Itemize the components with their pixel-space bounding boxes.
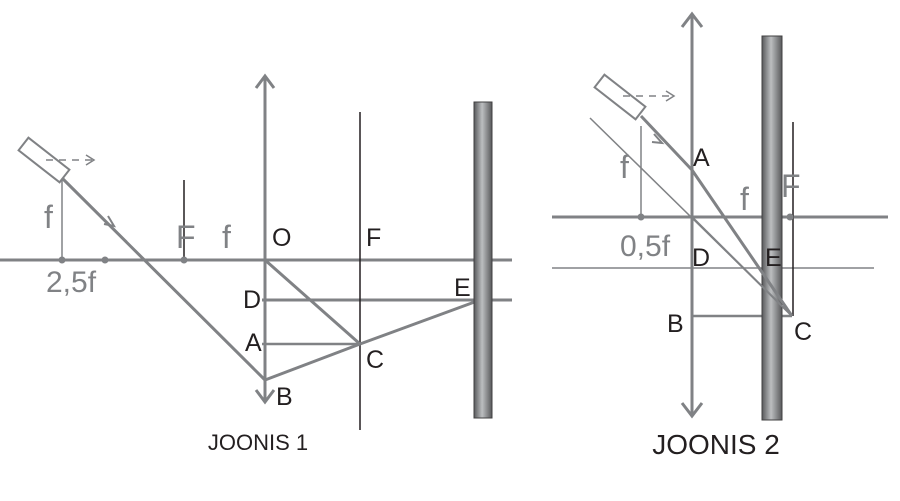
fig1-dot-2: [101, 256, 109, 264]
fig1-label-O: O: [272, 224, 291, 252]
fig2-label-A: A: [693, 144, 710, 172]
fig1-ray-arrow: [103, 215, 117, 228]
fig1-laser-dashed-arrowhead: [85, 154, 96, 166]
fig1-label-F-right: F: [366, 224, 381, 252]
fig1-incident-ray: [60, 176, 267, 382]
fig1-ray-O-C: [264, 258, 361, 346]
fig1-dot-F: [180, 256, 188, 264]
fig2-label-f-left: f: [620, 149, 629, 185]
fig1-label-C: C: [366, 346, 384, 374]
fig1-label-B: B: [276, 383, 293, 411]
fig1-label-F-left: F: [176, 219, 196, 255]
fig2-lens-arrow-top: [680, 11, 704, 28]
fig1-lens-arrow-bottom: [254, 389, 276, 405]
fig2-laser: [593, 73, 647, 121]
figure-1: f 2,5f F f O F D A B C E JOONIS 1: [0, 73, 512, 455]
fig2-label-0.5f: 0,5f: [620, 230, 671, 263]
fig2-ray-D-C: [691, 216, 793, 317]
fig1-label-A: A: [245, 329, 262, 357]
fig2-label-C: C: [794, 318, 812, 346]
fig1-label-f-left: f: [44, 199, 53, 235]
figure-2: f A f F 0,5f D E B C JOONIS 2: [552, 11, 888, 460]
fig1-caption: JOONIS 1: [208, 430, 308, 455]
fig2-label-E: E: [765, 244, 782, 272]
fig2-laser-dashed-arrowhead: [665, 90, 676, 102]
fig1-label-2.5f: 2,5f: [46, 266, 97, 299]
fig1-ray-C-E: [359, 298, 481, 346]
fig1-laser: [17, 136, 71, 184]
fig1-lens-arrow-top: [254, 73, 276, 89]
fig1-dot-1: [58, 256, 66, 264]
fig2-ray-arrow: [651, 133, 665, 145]
fig1-label-f-mid: f: [222, 219, 231, 255]
fig2-ray-A-C: [690, 169, 794, 317]
fig1-label-E: E: [454, 274, 471, 302]
fig1-ray-B-C: [264, 342, 361, 382]
fig2-label-D: D: [692, 244, 710, 272]
fig1-label-D: D: [243, 286, 261, 314]
fig2-incident-ray: [639, 114, 694, 172]
fig2-caption: JOONIS 2: [652, 429, 780, 460]
fig2-label-F: F: [781, 168, 801, 204]
fig2-lens-arrow-bottom: [680, 402, 704, 419]
fig2-label-f-mid: f: [740, 181, 749, 217]
fig2-label-B: B: [667, 310, 684, 338]
fig2-screen: [761, 35, 783, 421]
fig2-dot-F: [786, 213, 794, 221]
fig1-screen: [473, 101, 493, 419]
fig2-dot-1: [637, 213, 645, 221]
